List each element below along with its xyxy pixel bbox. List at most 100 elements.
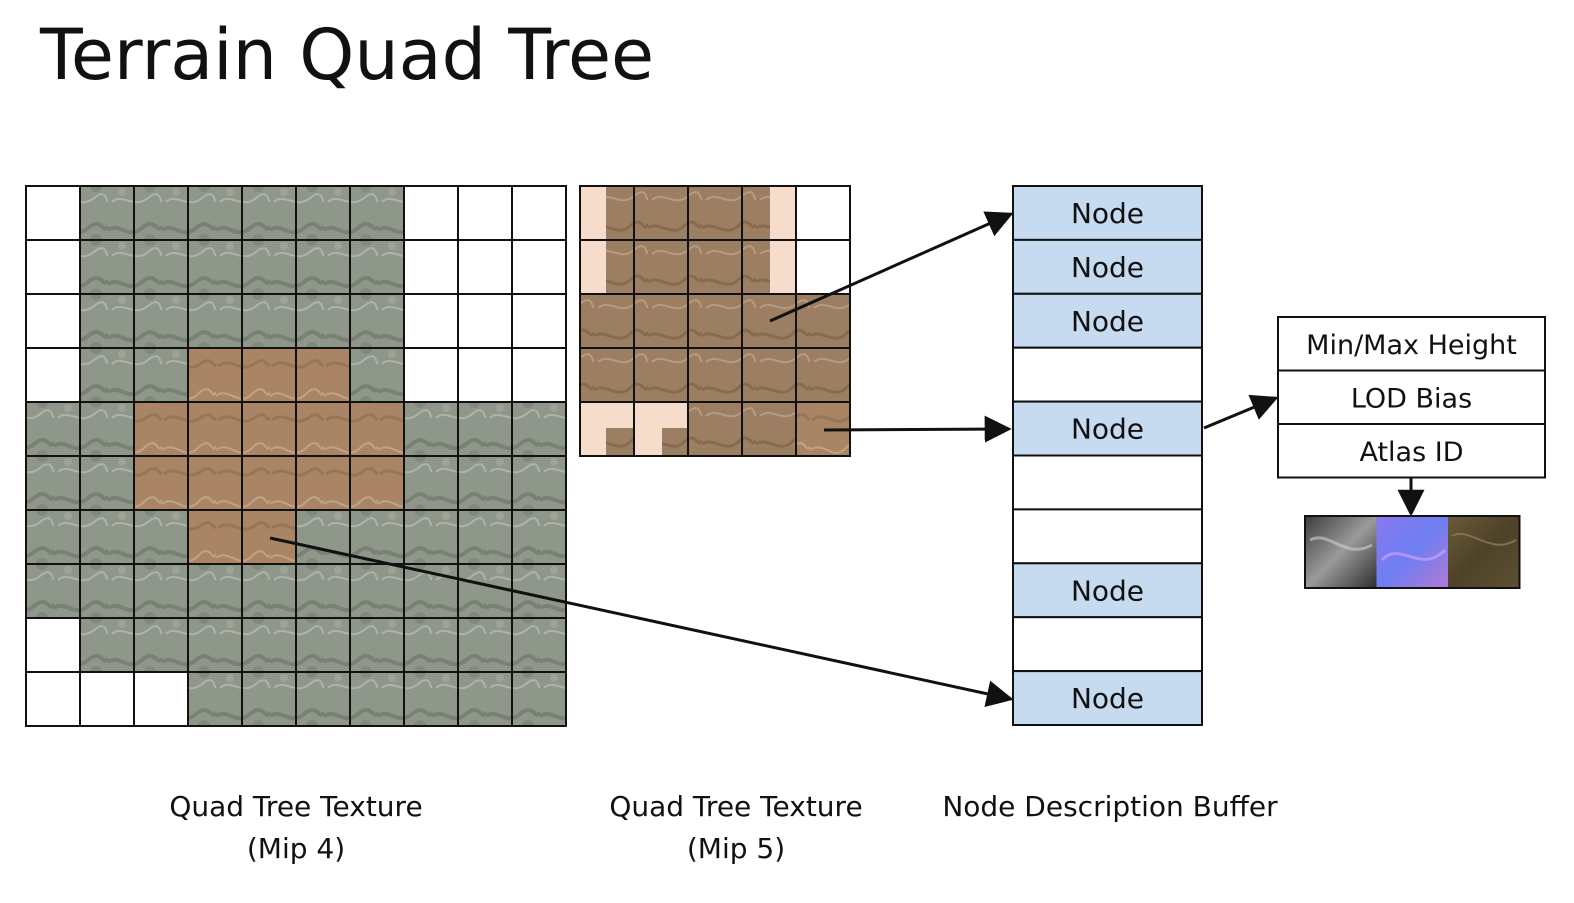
node-slot-label: Node [1071, 413, 1144, 446]
description-field-label: Atlas ID [1359, 437, 1463, 468]
mip5-texture-patch [634, 348, 688, 402]
node-buffer-caption-text: Node Description Buffer [942, 790, 1278, 823]
mip4-cell [295, 401, 351, 457]
mip5-texture-patch [634, 240, 688, 294]
mip4-cell [295, 347, 351, 403]
mip5-texture-patch [688, 186, 742, 240]
mip5-texture-patch [606, 186, 634, 240]
mip4-cell [187, 617, 243, 673]
heightmap-detail [1309, 536, 1373, 551]
mip4-cell [457, 185, 513, 241]
mip5-texture-patch [634, 186, 688, 240]
mip4-cell [187, 671, 243, 727]
mip5-cell [795, 185, 851, 241]
node-slot [1012, 670, 1203, 726]
mip4-cell [457, 401, 513, 457]
mip5-texture-patch [742, 186, 770, 240]
mip4-cell [79, 455, 135, 511]
mip4-cell [403, 293, 459, 349]
mip5-texture-patch [688, 240, 742, 294]
mip5-texture-patch [796, 294, 850, 348]
mip4-cell [295, 239, 351, 295]
mip5-cell [795, 239, 851, 295]
mip4-cell [133, 185, 189, 241]
mip4-cell [133, 509, 189, 565]
arrows [269, 211, 1425, 708]
mip4-cell [349, 509, 405, 565]
mip4-cell [79, 671, 135, 727]
mip5-texture-patch [796, 348, 850, 402]
node-slot [1012, 562, 1203, 619]
mip4-cell [25, 347, 81, 403]
mip5-texture-patch [688, 294, 742, 348]
mip4-cell [241, 455, 297, 511]
node-slot [1012, 400, 1203, 457]
mip4-cell [133, 455, 189, 511]
empty-slot [1012, 454, 1203, 511]
mip4-cell [511, 347, 567, 403]
normalmap-tile [1376, 516, 1448, 588]
mip4-cell [79, 185, 135, 241]
mip4-cell [133, 239, 189, 295]
mip4-cell [79, 617, 135, 673]
mip4-cell [511, 509, 567, 565]
mip4-cell [133, 401, 189, 457]
mip4-cell [403, 509, 459, 565]
mip4-cell [457, 617, 513, 673]
mip4-cell [79, 401, 135, 457]
mip5-caption-line2: (Mip 5) [686, 832, 786, 865]
mip5-texture-patch [634, 294, 688, 348]
mip4-cell [25, 293, 81, 349]
mip4-cell [187, 185, 243, 241]
mip5-texture-patch [742, 348, 796, 402]
mip5-texture-patch [688, 402, 742, 456]
mip4-cell [25, 671, 81, 727]
mip4-cell [511, 617, 567, 673]
mip4-cell [403, 185, 459, 241]
mip4-cell [403, 455, 459, 511]
mip4-cell [25, 239, 81, 295]
mip4-cell [25, 563, 81, 619]
mip4-cell [511, 185, 567, 241]
mip4-cell [511, 563, 567, 619]
mip4-cell [79, 563, 135, 619]
mip4-cell [457, 455, 513, 511]
node-slot-label: Node [1071, 251, 1144, 284]
mip5-texture-patch [606, 240, 634, 294]
mip4-cell [79, 239, 135, 295]
mip4-cell [187, 239, 243, 295]
mip5-quad-tree-texture [579, 185, 851, 457]
node-slot [1012, 292, 1203, 349]
mip4-cell [241, 617, 297, 673]
mip4-caption-line1: Quad Tree Texture [169, 790, 423, 823]
mip4-cell [241, 509, 297, 565]
node-slot-label: Node [1071, 197, 1144, 230]
mip4-cell [403, 347, 459, 403]
mip5-texture-patch [742, 294, 796, 348]
mip4-caption: Quad Tree Texture (Mip 4) [146, 786, 446, 870]
mip4-cell [241, 185, 297, 241]
mip5-texture-patch [662, 428, 688, 456]
description-field [1277, 369, 1546, 425]
mip4-cell [241, 239, 297, 295]
mip4-cell [133, 293, 189, 349]
mip4-cell [349, 455, 405, 511]
mip5-caption-line1: Quad Tree Texture [609, 790, 863, 823]
slide-title: Terrain Quad Tree [40, 14, 655, 96]
mip4-cell [349, 347, 405, 403]
mip4-cell [457, 509, 513, 565]
node-slot-label: Node [1071, 305, 1144, 338]
mip4-cell [295, 293, 351, 349]
mip4-cell [511, 455, 567, 511]
mip4-cell [133, 347, 189, 403]
mip4-cell [241, 671, 297, 727]
mip4-cell [349, 671, 405, 727]
mip4-cell [403, 617, 459, 673]
mip4-cell [187, 455, 243, 511]
mip4-cell [187, 401, 243, 457]
mip4-cell [403, 671, 459, 727]
mip4-cell [133, 617, 189, 673]
